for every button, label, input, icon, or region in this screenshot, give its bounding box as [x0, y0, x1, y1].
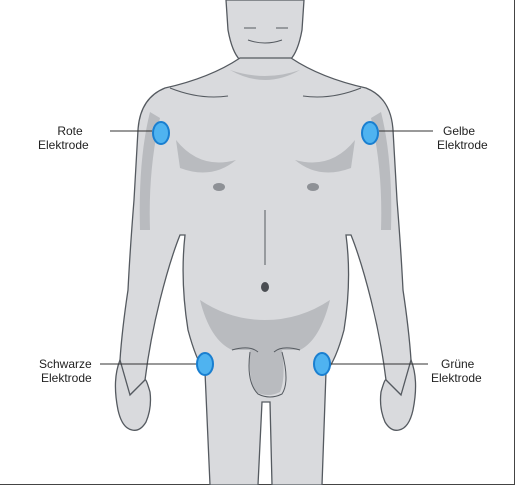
right-nipple: [307, 183, 319, 191]
label-black-line2: Elektrode: [39, 371, 92, 385]
label-red-line1: Rote: [38, 124, 89, 138]
label-green-line1: Grüne: [431, 357, 482, 371]
label-black-electrode: Schwarze Elektrode: [39, 357, 92, 385]
label-yellow-line1: Gelbe: [437, 124, 488, 138]
label-yellow-line2: Elektrode: [437, 138, 488, 152]
label-green-electrode: Grüne Elektrode: [431, 357, 482, 385]
electrode-red: [153, 122, 169, 144]
label-black-line1: Schwarze: [39, 357, 92, 371]
navel: [261, 282, 269, 292]
label-green-line2: Elektrode: [431, 371, 482, 385]
label-red-electrode: Rote Elektrode: [38, 124, 89, 152]
left-nipple: [213, 183, 225, 191]
label-yellow-electrode: Gelbe Elektrode: [437, 124, 488, 152]
electrode-black: [197, 353, 213, 375]
electrode-green: [314, 353, 330, 375]
label-red-line2: Elektrode: [38, 138, 89, 152]
electrode-yellow: [362, 122, 378, 144]
